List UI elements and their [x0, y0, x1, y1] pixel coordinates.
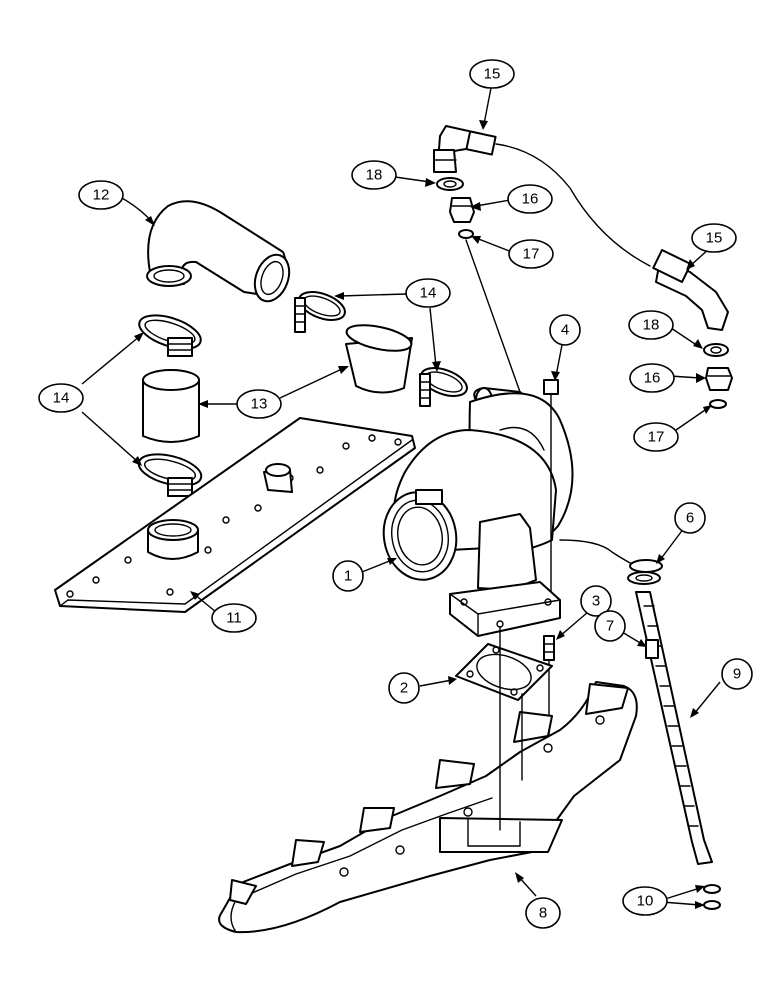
part-17-o-ring-upper	[458, 229, 521, 393]
part-17-o-ring-right	[709, 399, 727, 409]
callout-15-right: 15	[691, 223, 737, 253]
part-14-clamp-left-upper	[138, 314, 202, 357]
callout-label: 2	[400, 680, 408, 697]
part-15-oil-feed-line	[433, 125, 729, 331]
callout-15-top: 15	[469, 59, 515, 89]
callout-label: 15	[484, 66, 501, 83]
callout-label: 6	[686, 510, 694, 527]
leader-lines	[81, 87, 721, 909]
part-9-drain-tube	[635, 591, 713, 865]
callout-label: 12	[93, 187, 110, 204]
callout-16-right: 16	[629, 363, 675, 393]
callout-18-upper: 18	[351, 160, 397, 190]
part-14-clamp-left-lower	[137, 453, 203, 497]
callout-label: 14	[420, 285, 437, 302]
callout-18-right: 18	[628, 310, 674, 340]
part-10-o-rings	[703, 884, 721, 910]
part-18-washer-upper	[436, 177, 464, 191]
callout-label: 13	[251, 396, 268, 413]
callout-13: 13	[236, 389, 282, 419]
callout-6: 6	[674, 502, 706, 534]
part-18-washer-right	[703, 343, 729, 357]
callout-label: 14	[53, 390, 70, 407]
part-14-clamp-right	[419, 367, 468, 407]
part-8-exhaust-manifold	[218, 681, 638, 934]
callout-label: 18	[643, 317, 660, 334]
callout-10: 10	[622, 886, 668, 916]
callout-17-right: 17	[633, 422, 679, 452]
callout-label: 15	[706, 230, 723, 247]
callout-3: 3	[580, 585, 612, 617]
part-16-fitting-right	[705, 367, 733, 391]
callout-label: 3	[592, 593, 600, 610]
callout-8: 8	[525, 897, 561, 929]
callout-label: 7	[606, 618, 614, 635]
callout-14-left: 14	[38, 383, 84, 413]
callout-label: 8	[539, 905, 547, 922]
part-13-hose-left	[142, 369, 200, 443]
callout-2: 2	[388, 672, 420, 704]
callout-label: 17	[648, 429, 665, 446]
callout-label: 9	[733, 666, 741, 683]
callout-label: 4	[561, 322, 569, 339]
callout-label: 1	[344, 568, 352, 585]
callout-label: 16	[522, 191, 539, 208]
callout-17-upper: 17	[508, 239, 554, 269]
callout-label: 11	[226, 610, 242, 627]
callout-label: 17	[523, 246, 540, 263]
part-12-elbow-pipe	[146, 200, 291, 303]
callout-14-top: 14	[405, 278, 451, 308]
callout-label: 16	[644, 370, 661, 387]
part-6-flange-gasket	[627, 559, 663, 585]
callout-7: 7	[594, 610, 626, 642]
callout-16-upper: 16	[507, 184, 553, 214]
part-2-gasket	[455, 643, 553, 701]
part-14-clamp-upper	[294, 291, 346, 333]
part-11-intake-manifold	[54, 417, 416, 613]
callout-12: 12	[78, 180, 124, 210]
callout-9: 9	[721, 658, 753, 690]
part-7-clip	[645, 639, 659, 659]
callout-4: 4	[549, 314, 581, 346]
callout-label: 10	[637, 893, 654, 910]
alignment-lines	[499, 627, 523, 831]
part-16-fitting-upper	[449, 197, 475, 223]
callout-1: 1	[332, 560, 364, 592]
callout-label: 18	[366, 167, 383, 184]
part-4-stud	[543, 379, 559, 593]
callout-11: 11	[211, 603, 257, 633]
part-13-hose-right	[345, 324, 413, 394]
